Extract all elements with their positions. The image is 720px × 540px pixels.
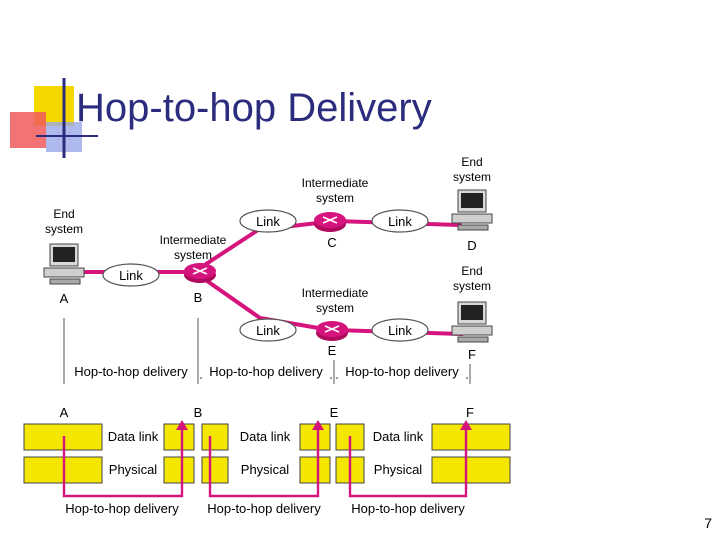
hop-arrowheads — [176, 420, 472, 430]
physical-label-3: Physical — [373, 462, 423, 477]
stack-node-b-label: B — [193, 405, 203, 420]
corner-decoration — [10, 78, 98, 158]
hop-arrow-2 — [208, 428, 320, 498]
node-b-label: B — [193, 290, 203, 305]
hop-bottom-label-2: Hop-to-hop delivery — [207, 501, 321, 516]
node-a-label: A — [59, 291, 69, 306]
intermediate-c-label: Intermediate system — [301, 176, 369, 205]
hop-span-label-3: Hop-to-hop delivery — [338, 364, 466, 379]
link-label-ef: Link — [388, 323, 412, 338]
node-e-label: E — [327, 343, 337, 358]
stack-node-a-label: A — [59, 405, 69, 420]
arrowhead-3 — [460, 420, 472, 430]
slide-title: Hop-to-hop Delivery — [76, 86, 432, 130]
routers — [184, 212, 348, 341]
ph-box-f — [431, 456, 511, 484]
hop-dividers — [63, 318, 471, 384]
link-label-cd: Link — [388, 214, 412, 229]
link-oval-be — [239, 318, 297, 342]
data-link-label-3: Data link — [372, 429, 424, 444]
link-label-be: Link — [256, 323, 280, 338]
physical-label-1: Physical — [108, 462, 158, 477]
node-c-label: C — [327, 235, 337, 250]
computer-d-icon — [451, 189, 493, 231]
link-label-bc: Link — [256, 214, 280, 229]
link-oval-ef — [371, 318, 429, 342]
corner-square-red — [10, 112, 46, 148]
dl-box-b2 — [201, 423, 229, 451]
node-f-label: F — [468, 347, 476, 362]
hop-arrow-3 — [348, 428, 468, 498]
ph-box-b2 — [201, 456, 229, 484]
link-oval-bc — [239, 209, 297, 233]
end-system-a-label: End system — [44, 207, 83, 236]
hop-arrows — [62, 428, 468, 498]
node-d-label: D — [467, 238, 477, 253]
data-link-label-2: Data link — [239, 429, 291, 444]
router-c-icon — [314, 212, 346, 232]
link-ovals — [102, 209, 429, 342]
link-oval-ab — [102, 263, 160, 287]
hop-arrow-1 — [62, 428, 184, 498]
ph-box-e1 — [299, 456, 331, 484]
link-b-c — [198, 228, 260, 270]
intermediate-b-label: Intermediate system — [159, 233, 227, 262]
arrowhead-1 — [176, 420, 188, 430]
computers — [43, 189, 493, 343]
arrowhead-2 — [312, 420, 324, 430]
computer-a-icon — [43, 243, 85, 285]
router-b-icon — [184, 263, 216, 283]
physical-label-2: Physical — [240, 462, 290, 477]
stack-node-e-label: E — [329, 405, 339, 420]
page-number: 7 — [704, 515, 712, 531]
computer-f-icon — [451, 301, 493, 343]
hop-bottom-label-1: Hop-to-hop delivery — [65, 501, 179, 516]
link-b-e — [198, 274, 262, 320]
dl-box-b1 — [163, 423, 195, 451]
link-label-ab: Link — [119, 268, 143, 283]
dl-box-f — [431, 423, 511, 451]
stack-node-f-label: F — [466, 405, 474, 420]
router-e-icon — [316, 321, 348, 341]
ph-box-b1 — [163, 456, 195, 484]
link-oval-cd — [371, 209, 429, 233]
intermediate-e-label: Intermediate system — [301, 286, 369, 315]
end-system-f-label: End system — [452, 264, 491, 293]
hop-span-label-2: Hop-to-hop delivery — [202, 364, 330, 379]
end-system-d-label: End system — [452, 155, 491, 184]
hop-span-label-1: Hop-to-hop delivery — [66, 364, 196, 379]
data-link-label-1: Data link — [107, 429, 159, 444]
hop-bottom-label-3: Hop-to-hop delivery — [351, 501, 465, 516]
